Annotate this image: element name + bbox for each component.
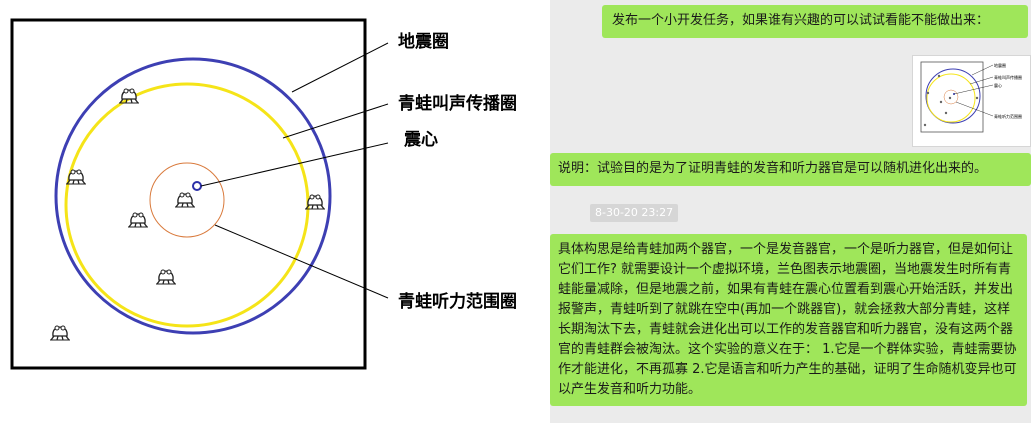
chat-message[interactable]: 发布一个小开发任务，如果谁有兴趣的可以试试看能不能做出来：	[602, 5, 1028, 38]
thumbnail-label: 震心	[994, 82, 1002, 88]
thumbnail-diagram: 地震圈 青蛙叫声传播圈 震心 青蛙听力范围圈	[920, 61, 1022, 133]
label-hearing-circle: 青蛙听力范围圈	[398, 292, 517, 312]
leader-line-hearing	[214, 224, 389, 299]
frog-icon	[49, 325, 71, 341]
frog-icon	[174, 192, 196, 208]
message-timestamp: 8-30-20 23:27	[590, 204, 679, 222]
epicenter-marker	[192, 181, 202, 191]
chat-message[interactable]: 说明：试验目的是为了证明青蛙的发音和听力器官是可以随机进化出来的。	[550, 153, 1031, 186]
diagram-panel: 地震圈 青蛙叫声传播圈 震心 青蛙听力范围圈	[10, 18, 517, 370]
earthquake-circle	[54, 57, 332, 335]
hearing-circle	[149, 162, 225, 238]
frog-icon	[65, 169, 87, 185]
label-epicenter: 震心	[404, 130, 438, 150]
thumbnail-label: 青蛙听力范围圈	[994, 113, 1022, 119]
leader-line-croak	[282, 103, 389, 139]
frog-icon	[155, 269, 177, 285]
chat-image-thumbnail[interactable]: 地震圈 青蛙叫声传播圈 震心 青蛙听力范围圈	[912, 55, 1031, 147]
leader-line-earthquake	[291, 42, 389, 93]
frog-icon	[127, 212, 149, 228]
thumbnail-label: 地震圈	[994, 62, 1006, 68]
diagram-svg	[10, 18, 389, 370]
chat-message[interactable]: 具体构思是给青蛙加两个器官，一个是发音器官，一个是听力器官，但是如何让它们工作?…	[550, 234, 1027, 406]
thumbnail-label: 青蛙叫声传播圈	[994, 74, 1022, 80]
world-boundary	[10, 18, 367, 370]
frog-icon	[118, 88, 140, 104]
label-earthquake-circle: 地震圈	[398, 32, 449, 52]
leader-line-epicenter	[200, 142, 389, 187]
label-croak-circle: 青蛙叫声传播圈	[398, 94, 517, 114]
chat-panel: 发布一个小开发任务，如果谁有兴趣的可以试试看能不能做出来： 地震圈 青蛙叫声传播…	[550, 0, 1031, 423]
